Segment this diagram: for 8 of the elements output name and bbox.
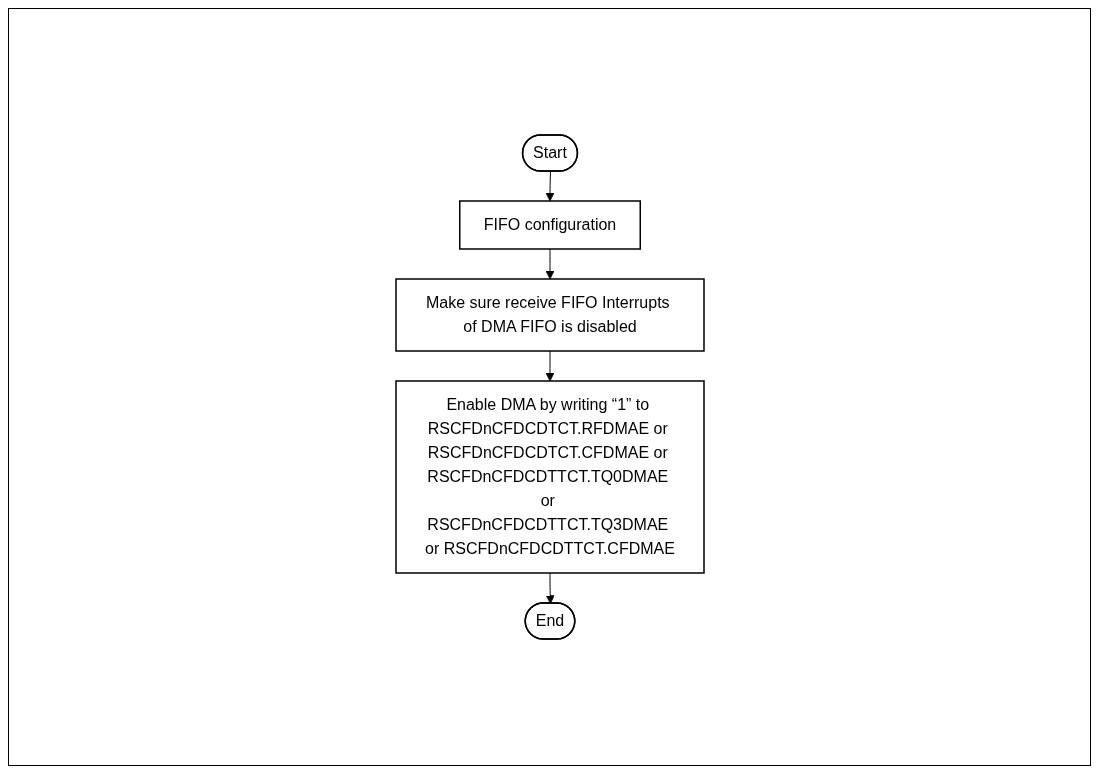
arrow <box>545 248 554 280</box>
node-box <box>394 278 705 352</box>
arrow <box>545 171 554 202</box>
node-box <box>458 200 641 250</box>
arrow <box>545 350 554 382</box>
arrow <box>545 572 555 604</box>
node-box <box>394 380 705 574</box>
diagram-frame: Start FIFO configuration Make sure receive FIFO Interrupts of DMA FIFO is disabled Enable DMA by writing “1” to RSCFDnCFDCDTCT.RFDMAE or RSCFDnCFDCDTCT.CFDMAE or RSCFDnCFDCDTTCT.TQ0DMAE or RSCFDnCFDCDTTCT.TQ3DMAE or RSCFDnCFDCDTTCT.CFDMAE End <box>8 8 1091 766</box>
